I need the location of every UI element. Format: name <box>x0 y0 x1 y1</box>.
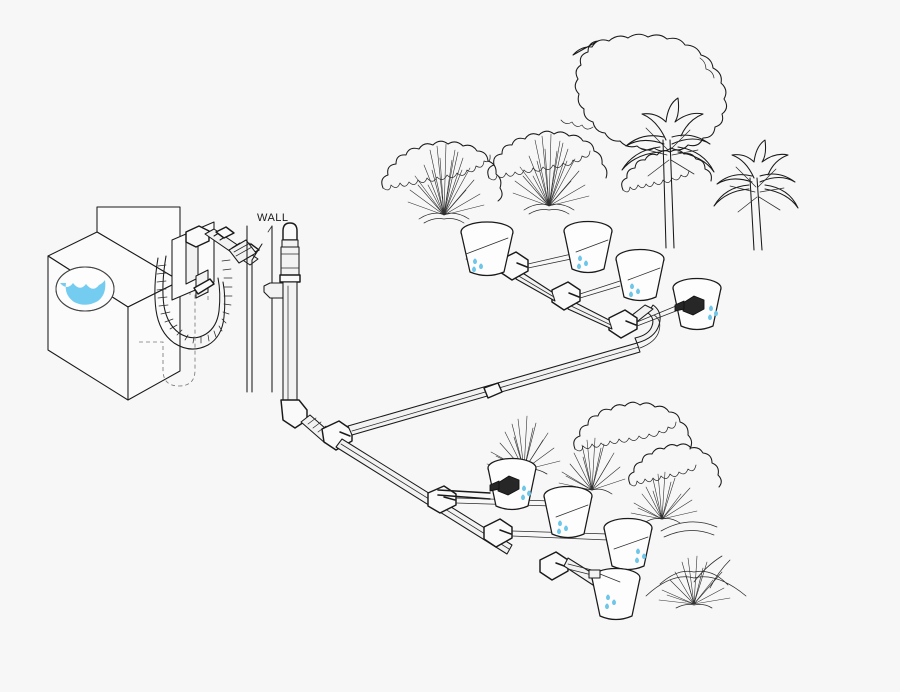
emitter-pot <box>588 567 641 621</box>
emitter-pot <box>460 221 514 277</box>
water-drops <box>605 594 616 609</box>
wall-section <box>246 225 273 393</box>
emitter-pot-with-nozzle <box>672 277 722 331</box>
emitter-pot-with-nozzle <box>487 457 537 511</box>
water-drops <box>557 520 568 534</box>
water-drops <box>708 305 718 320</box>
emitter-pot <box>543 485 593 539</box>
emitter-pot <box>615 248 665 302</box>
emitter-pots-lower <box>487 457 653 621</box>
grass-tuft <box>558 437 626 491</box>
water-drops <box>472 258 483 272</box>
emitter-pots-upper <box>460 220 722 331</box>
grass-tuft <box>630 471 698 520</box>
water-drops <box>577 255 588 269</box>
water-drops <box>635 548 646 563</box>
vegetation-upper <box>381 33 799 251</box>
washing-machine <box>47 206 181 401</box>
water-drops <box>521 485 531 500</box>
palm-tree-left <box>621 97 715 249</box>
vertical-standpipe <box>263 222 308 429</box>
drip-nozzle-icon <box>489 475 520 496</box>
drip-nozzle-icon <box>674 295 705 316</box>
inline-diverter-valve <box>185 225 260 299</box>
main-pipe-network <box>300 251 677 588</box>
emitter-pot <box>603 517 653 571</box>
corrugated-drain-hose <box>154 255 233 350</box>
porthole-window <box>55 266 115 312</box>
wall-label: WALL <box>257 212 289 224</box>
water-drops <box>629 283 640 297</box>
grass-tuft-bottom <box>645 555 747 609</box>
palm-tree-right <box>713 139 799 251</box>
emitter-pot <box>563 220 613 274</box>
